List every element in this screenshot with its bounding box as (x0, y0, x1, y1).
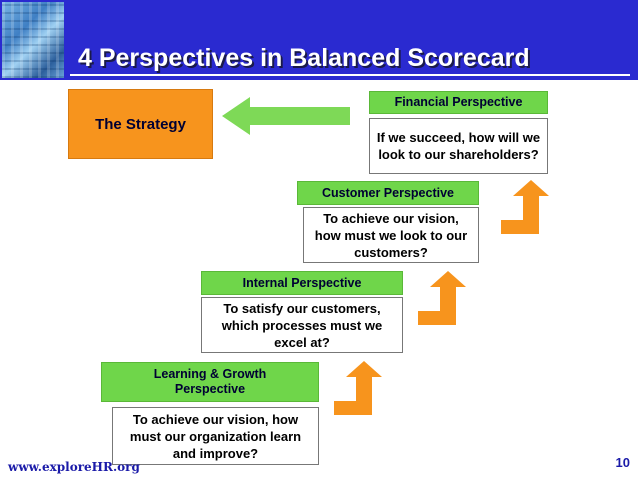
strategy-label: The Strategy (95, 115, 186, 133)
title-underline (70, 74, 630, 76)
perspective-question-internal: To satisfy our customers, which processe… (201, 297, 403, 353)
header-band (0, 0, 638, 80)
header-image (2, 2, 64, 78)
perspective-label-learning-growth: Learning & Growth Perspective (101, 362, 319, 402)
perspective-question-financial: If we succeed, how will we look to our s… (369, 118, 548, 174)
perspective-question-learning-growth: To achieve our vision, how must our orga… (112, 407, 319, 465)
step-up-arrow-icon (501, 180, 549, 234)
perspective-question-customer: To achieve our vision, how must we look … (303, 207, 479, 263)
page-number: 10 (615, 455, 630, 470)
page-title: 4 Perspectives in Balanced Scorecard (78, 44, 530, 72)
left-arrow-icon (222, 97, 350, 135)
step-up-arrow-icon (418, 271, 466, 325)
step-up-arrow-icon (334, 361, 382, 415)
strategy-box: The Strategy (68, 89, 213, 159)
perspective-label-financial: Financial Perspective (369, 91, 548, 114)
perspective-label-internal: Internal Perspective (201, 271, 403, 295)
footer-website: www.exploreHR.org (8, 460, 140, 474)
perspective-label-customer: Customer Perspective (297, 181, 479, 205)
